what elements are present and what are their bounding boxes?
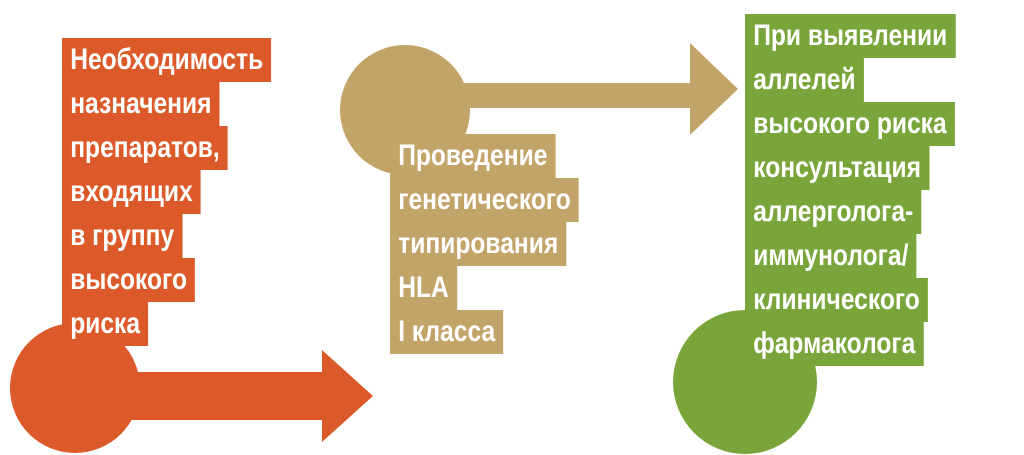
step1-label: Необходимость назначения препаратов, вхо… [62, 38, 317, 346]
step1-circle [10, 323, 140, 453]
step1-line: препаратов, [62, 126, 228, 170]
step2-line: типирования [390, 222, 567, 266]
step3-line: При выявлении [745, 14, 956, 58]
step3-line: клинического [745, 278, 929, 322]
step3-line: аллелей [745, 58, 864, 102]
step2-label: Проведение генетического типирования HLA… [390, 134, 620, 354]
step1-arrow [110, 350, 373, 442]
step1-line: риска [62, 302, 149, 346]
step3-line: консультация [745, 146, 930, 190]
step1-line: высокого [62, 258, 196, 302]
step3-line: фармаколога [745, 322, 924, 366]
step2-line: генетического [390, 178, 579, 222]
step3-label: При выявлении аллелей высокого риска кон… [745, 14, 1002, 366]
step2-line: HLA [390, 266, 457, 310]
step3-line: иммунолога/ [745, 234, 917, 278]
step2-line: I класса [390, 310, 504, 354]
step1-line: в группу [62, 214, 183, 258]
step3-line: аллерголога- [745, 190, 922, 234]
step3-line: высокого риска [745, 102, 955, 146]
step2-arrow [440, 43, 738, 135]
step2-line: Проведение [390, 134, 556, 178]
step1-line: Необходимость [62, 38, 272, 82]
step1-line: назначения [62, 82, 220, 126]
step1-line: входящих [62, 170, 201, 214]
